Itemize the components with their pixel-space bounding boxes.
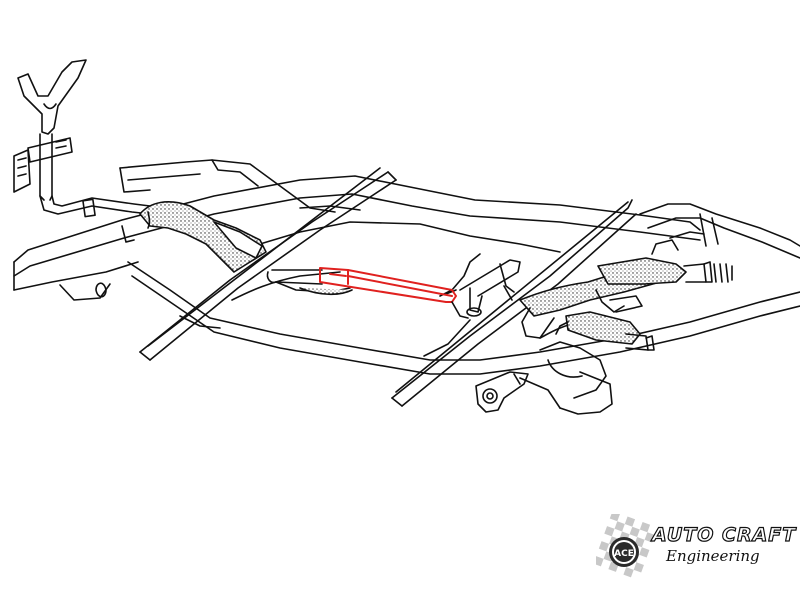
rear-crossmember [391,199,633,399]
auto-craft-logo: ACE AUTO CRAFT Engineering [596,514,796,586]
left-frame-rail [13,175,701,263]
highlighted-intermediate-pipe [319,267,457,303]
rear-muffler-left [597,257,687,285]
rear-flex-left [703,261,733,283]
front-converter [139,201,267,273]
intermediate-pipe [266,269,457,296]
logo-subtitle: Engineering [666,547,760,565]
chassis-frame [13,159,800,415]
y-manifold-flange [17,59,87,135]
front-crossmember [139,171,389,353]
rear-suspension-bracket [475,371,529,413]
checkered-flag-emblem: ACE [596,514,655,578]
rear-muffler-right [565,311,641,345]
logo-title: AUTO CRAFT [651,523,797,546]
logo-badge-text: ACE [614,549,634,559]
right-frame-rail [127,261,800,361]
tee-junction [451,259,521,319]
front-downpipe-assembly [13,59,151,243]
rear-pipe-assembly [519,231,733,351]
front-pipe [39,195,151,215]
